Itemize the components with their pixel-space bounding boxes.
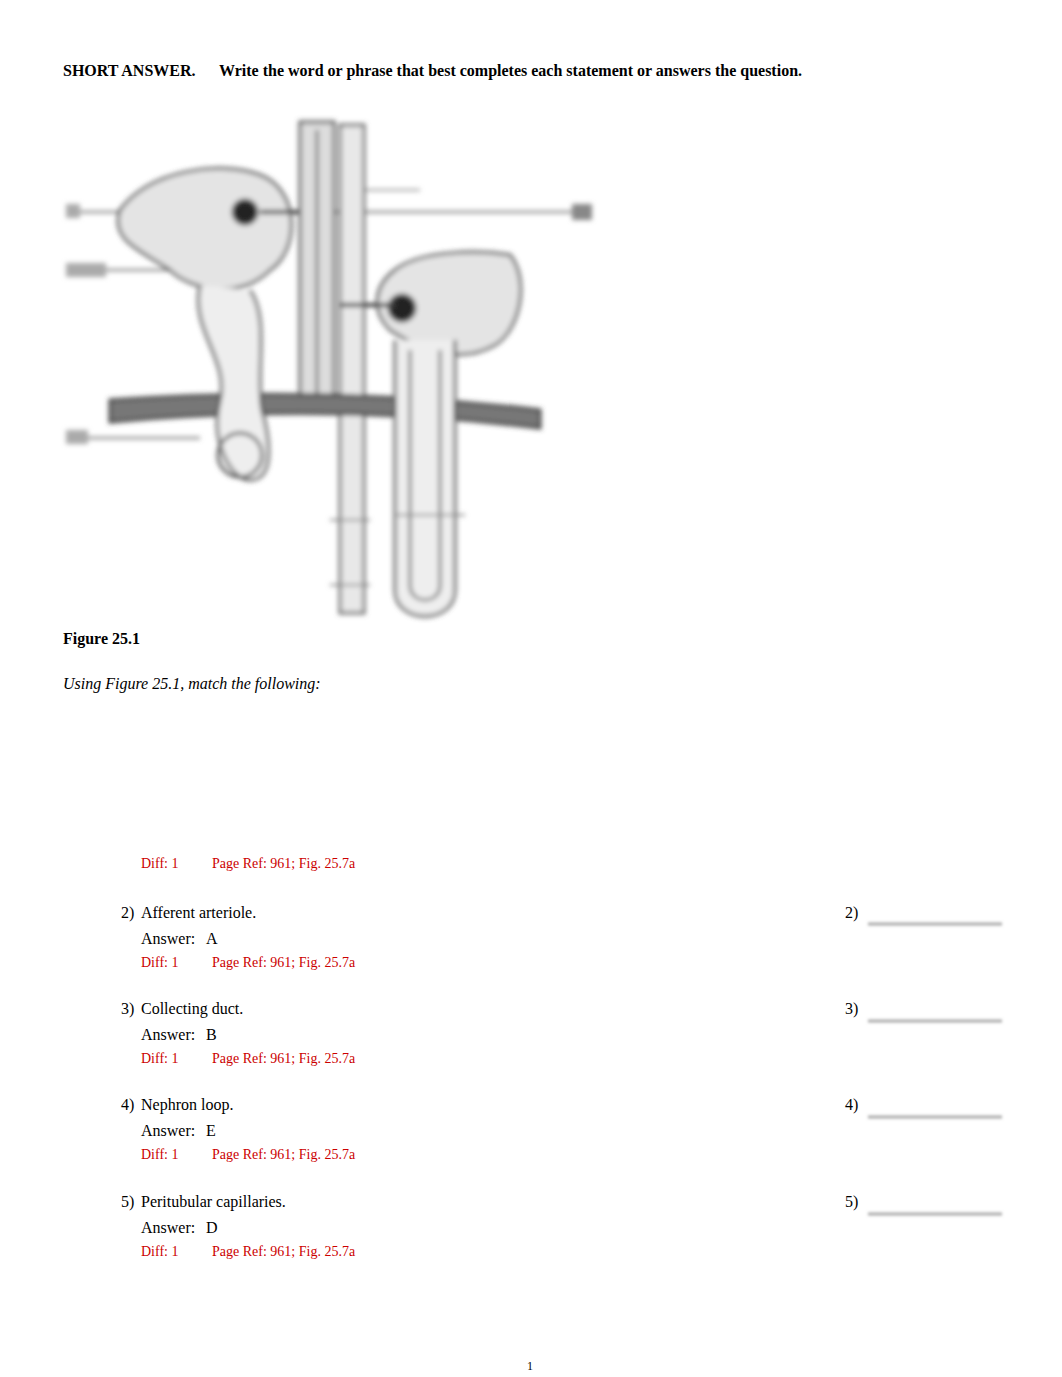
question-text: Afferent arteriole. xyxy=(141,904,256,922)
page-reference: Page Ref: 961; Fig. 25.7a xyxy=(212,1146,355,1164)
answer-label: Answer: xyxy=(141,930,195,948)
answer-label: Answer: xyxy=(141,1026,195,1044)
difficulty-note: Diff: 1 xyxy=(141,1243,178,1261)
question-number: 5) xyxy=(121,1193,134,1211)
instruction-heading: SHORT ANSWER. xyxy=(63,62,196,80)
blank-number: 3) xyxy=(845,1000,858,1018)
answer-letter: E xyxy=(206,1122,216,1140)
answer-letter: A xyxy=(206,930,218,948)
page-reference: Page Ref: 961; Fig. 25.7a xyxy=(212,1243,355,1261)
question-number: 3) xyxy=(121,1000,134,1018)
difficulty-note: Diff: 1 xyxy=(141,1050,178,1068)
answer-letter: B xyxy=(206,1026,217,1044)
difficulty-note: Diff: 1 xyxy=(141,1146,178,1164)
difficulty-note: Diff: 1 xyxy=(141,954,178,972)
difficulty-note: Diff: 1 xyxy=(141,855,178,873)
blank-number: 5) xyxy=(845,1193,858,1211)
answer-label: Answer: xyxy=(141,1219,195,1237)
question-number: 2) xyxy=(121,904,134,922)
page-reference: Page Ref: 961; Fig. 25.7a xyxy=(212,954,355,972)
question-text: Peritubular capillaries. xyxy=(141,1193,286,1211)
answer-letter: D xyxy=(206,1219,218,1237)
page-reference: Page Ref: 961; Fig. 25.7a xyxy=(212,1050,355,1068)
matching-instruction: Using Figure 25.1, match the following: xyxy=(63,675,321,693)
page-reference: Page Ref: 961; Fig. 25.7a xyxy=(212,855,355,873)
page-number: 1 xyxy=(527,1357,533,1375)
figure-caption: Figure 25.1 xyxy=(63,630,140,648)
blank-number: 4) xyxy=(845,1096,858,1114)
answer-label: Answer: xyxy=(141,1122,195,1140)
question-text: Nephron loop. xyxy=(141,1096,233,1114)
instruction-text: Write the word or phrase that best compl… xyxy=(219,62,802,80)
question-number: 4) xyxy=(121,1096,134,1114)
blank-number: 2) xyxy=(845,904,858,922)
question-text: Collecting duct. xyxy=(141,1000,243,1018)
